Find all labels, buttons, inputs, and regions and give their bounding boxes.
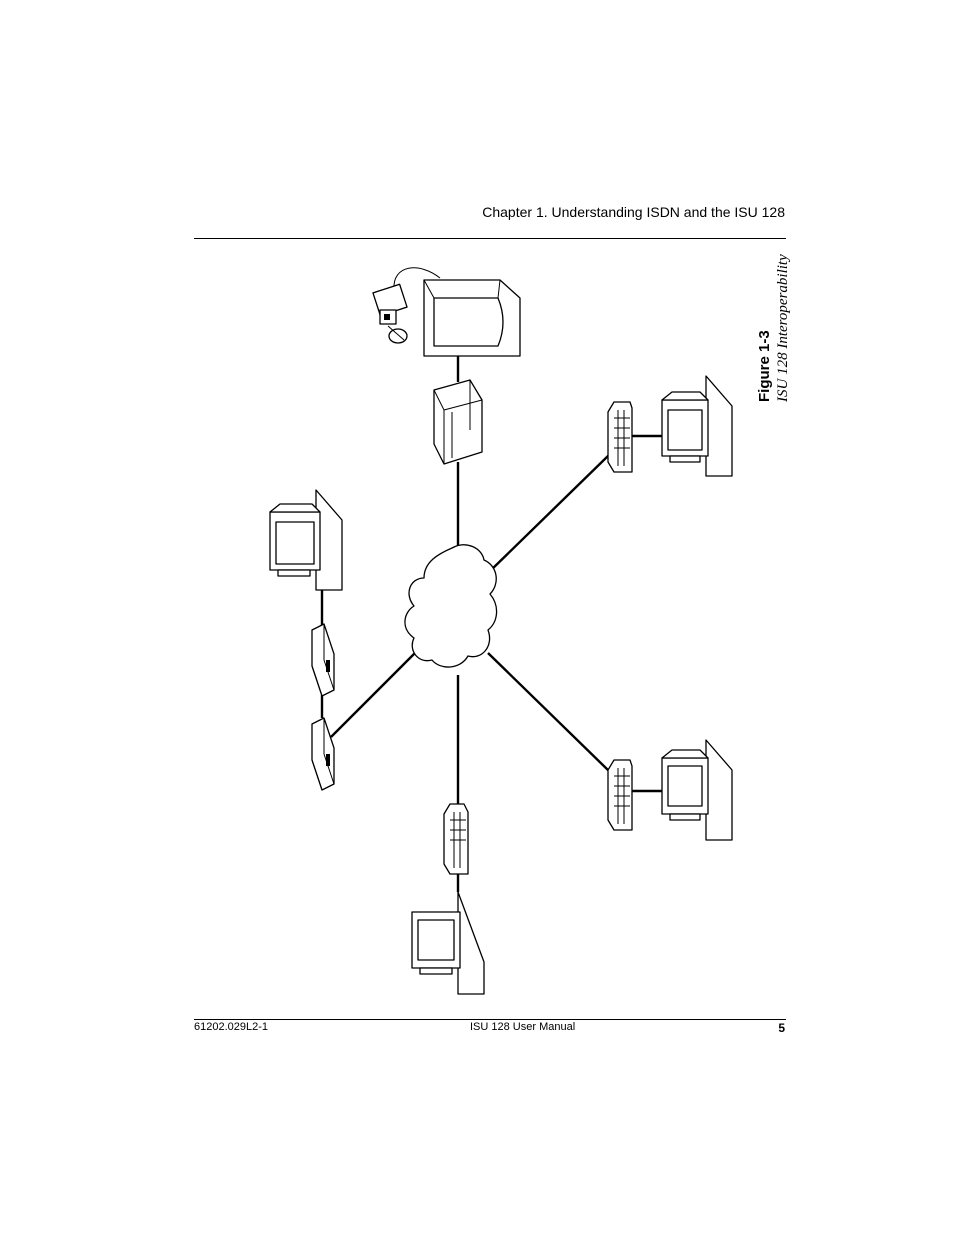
terminal-adapter-lr [607, 759, 633, 831]
videoconference-station [372, 267, 521, 465]
chapter-header: Chapter 1. Understanding ISDN and the IS… [482, 204, 785, 220]
header-rule [194, 238, 786, 239]
terminal-adapter-ur [607, 401, 633, 473]
pc-icon-lr [661, 739, 733, 841]
video-camera-icon [372, 283, 408, 344]
doc-number: 61202.029L2-1 [194, 1021, 269, 1033]
link-upper-right [487, 454, 610, 574]
station-upper-right [607, 375, 733, 477]
isu-128-unit-left-lower [311, 717, 335, 791]
pc-icon-ur [661, 375, 733, 477]
isdn-cloud [404, 544, 498, 668]
pc-icon-left [269, 489, 343, 591]
terminal-adapter-bottom [443, 803, 469, 875]
station-left [269, 489, 343, 791]
network-links [320, 356, 662, 892]
camera-cable [393, 267, 441, 291]
isu-128-unit-left-upper [311, 623, 335, 697]
link-lower-right [487, 652, 610, 772]
link-left [330, 639, 429, 738]
manual-title: ISU 128 User Manual [470, 1021, 576, 1033]
station-bottom [411, 803, 485, 995]
isu-128-unit-top [433, 379, 483, 465]
pc-icon-bottom [411, 891, 485, 995]
footer-rule [194, 1019, 786, 1020]
page-number: 5 [778, 1021, 785, 1035]
station-lower-right [607, 739, 733, 841]
monitor-icon [423, 279, 521, 357]
